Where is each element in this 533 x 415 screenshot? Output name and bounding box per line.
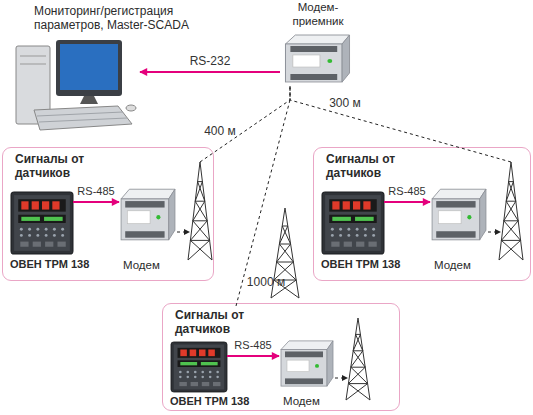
radio-link xyxy=(290,86,511,232)
edge-label: RS-485 xyxy=(234,339,271,351)
node-label: ОВЕН ТРМ 138 xyxy=(10,258,110,271)
edge-label: RS-232 xyxy=(190,54,231,68)
computer-node: Мониторинг/регистрация параметров, Maste… xyxy=(12,36,140,136)
radio-link xyxy=(177,86,290,232)
arrowhead-symbol xyxy=(184,229,190,235)
controller-illustration xyxy=(171,342,227,392)
sensor-group: Сигналы от датчиковОВЕН ТРМ 138Модем xyxy=(162,303,400,411)
computer-illustration xyxy=(16,40,136,130)
node-label: Модем xyxy=(434,259,494,273)
arrowhead-symbol xyxy=(342,375,348,381)
edge-label: 400 м xyxy=(204,124,236,138)
modem-device: Модем xyxy=(119,186,177,242)
controller-device: ОВЕН ТРМ 138 xyxy=(11,192,73,254)
tower-symbol xyxy=(188,162,212,260)
node-label: Модем xyxy=(123,259,183,273)
modem-device: Модем xyxy=(279,338,335,388)
receiver-modem: Модем- приемник xyxy=(280,0,356,86)
signal-arrow xyxy=(384,201,430,203)
node-label: ОВЕН ТРМ 138 xyxy=(321,258,421,271)
tower-symbol xyxy=(346,318,370,400)
node-label: Сигналы от датчиков xyxy=(175,308,249,337)
controller-illustration xyxy=(11,192,73,254)
node-label: Модем- приемник xyxy=(280,1,356,29)
modem-device: Модем xyxy=(430,186,488,242)
node-label: ОВЕН ТРМ 138 xyxy=(170,395,270,408)
signal-arrow xyxy=(227,355,279,357)
node-label: Сигналы от датчиков xyxy=(15,152,89,181)
sensor-group: Сигналы от датчиковОВЕН ТРМ 138Модем xyxy=(2,147,214,281)
modem-illustration xyxy=(121,189,175,240)
edge-label: RS-485 xyxy=(77,185,114,197)
node-label: Сигналы от датчиков xyxy=(326,152,400,181)
edge-label: RS-485 xyxy=(388,185,425,197)
edge-label: 1000 м xyxy=(247,275,285,289)
modem-illustration xyxy=(281,341,333,386)
arrowhead-symbol xyxy=(495,229,501,235)
controller-device: ОВЕН ТРМ 138 xyxy=(171,342,227,392)
sensor-group: Сигналы от датчиковОВЕН ТРМ 138Модем xyxy=(313,147,531,281)
tower-symbol xyxy=(499,162,523,260)
node-label: Модем xyxy=(283,395,343,409)
controller-device: ОВЕН ТРМ 138 xyxy=(322,192,384,254)
receiver-modem-illustration xyxy=(285,35,349,82)
controller-illustration xyxy=(322,192,384,254)
signal-arrow xyxy=(140,71,280,73)
signal-arrow xyxy=(73,201,119,203)
node-label: Мониторинг/регистрация параметров, Maste… xyxy=(34,4,214,33)
radio-link xyxy=(236,86,342,378)
edge-label: 300 м xyxy=(329,96,361,110)
modem-illustration xyxy=(432,189,486,240)
